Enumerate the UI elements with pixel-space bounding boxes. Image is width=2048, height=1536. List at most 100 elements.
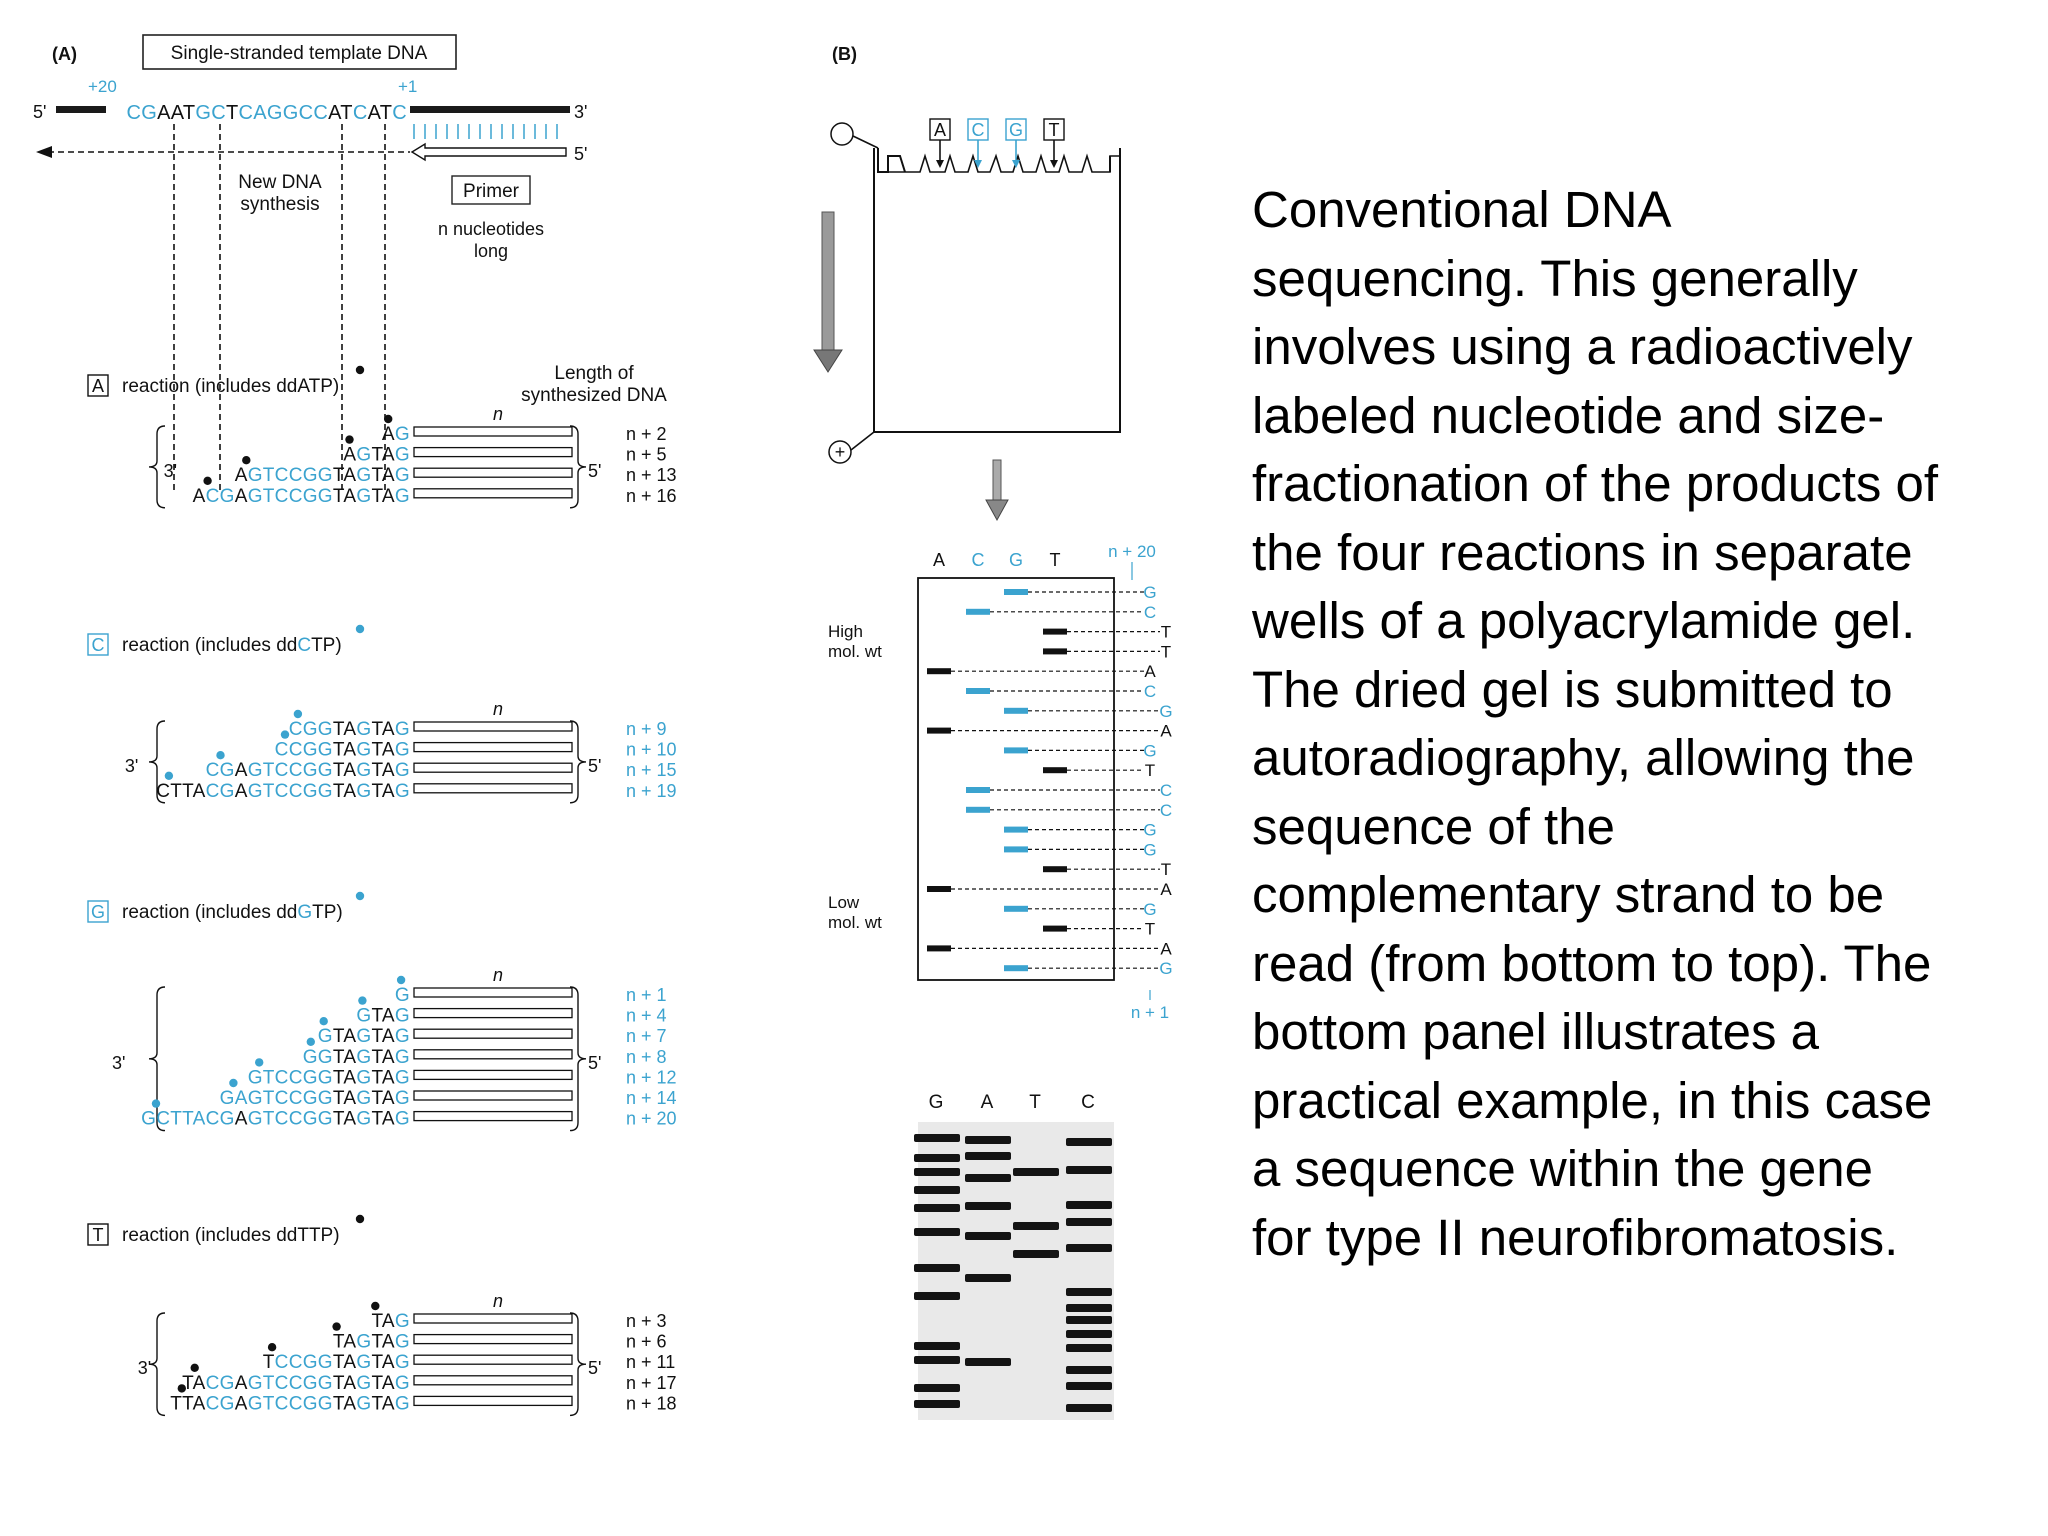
sequence-segment: TA (371, 445, 394, 466)
reaction-a-row-sequence: ACGAGTCCGGTAGTAG (193, 486, 410, 507)
sequence-segment: TA (371, 1067, 394, 1088)
synthesis-label: synthesis (240, 194, 319, 215)
primer-label: Primer (463, 181, 520, 202)
sequence-segment: TA (333, 1067, 356, 1088)
sequence-segment: G (395, 1026, 410, 1047)
gel-outline (917, 577, 1115, 981)
sequence-segment: A (235, 1393, 248, 1414)
band-base-readout: A (1160, 939, 1172, 958)
reaction-t-primer-bar (413, 1354, 573, 1365)
electrode-wire (852, 135, 879, 149)
reaction-a-3prime: 3' (164, 461, 177, 481)
sequence-segment: TA (371, 1393, 394, 1414)
sequence-segment: GTCCGG (248, 1393, 333, 1414)
band-base-readout: C (1160, 781, 1172, 800)
sequence-segment: TTA (170, 1393, 205, 1414)
title-part: T (297, 1225, 309, 1246)
band-base-readout: G (1159, 959, 1172, 978)
reaction-a-primer-bar (413, 488, 573, 499)
gel-band (927, 668, 951, 675)
reaction-g-row-length: n + 7 (626, 1026, 667, 1046)
reaction-g-row-sequence: GCTTACGAGTCCGGTAGTAG (141, 1109, 410, 1130)
sequence-segment: TA (371, 486, 394, 507)
sequence-segment: G (395, 740, 410, 761)
reaction-g-row-length: n + 14 (626, 1088, 677, 1108)
reaction-c-n-label: n (493, 699, 503, 719)
caption-line: bottom panel illustrates a (1252, 1003, 1819, 1060)
autoradiograph-band (965, 1152, 1011, 1160)
low-mol-wt-label: Low (828, 893, 860, 912)
sequence-segment: G (395, 1352, 410, 1373)
sequence-segment: G (395, 465, 410, 486)
reaction-t-title-dot (355, 1214, 365, 1224)
reaction-g-title-dot (355, 891, 365, 901)
reaction-c-row-length: n + 15 (626, 760, 677, 780)
reaction-t-row-dot (177, 1384, 186, 1393)
reaction-t-row-length: n + 18 (626, 1393, 677, 1413)
autoradiograph-band (914, 1134, 960, 1142)
sequence-segment: GTCCGG (248, 1067, 333, 1088)
gel-band (1004, 747, 1028, 754)
to-gel-arrowhead (985, 499, 1009, 522)
reaction-c-row-sequence: CTTACGAGTCCGGTAGTAG (156, 781, 410, 802)
reaction-c-right-brace (569, 720, 587, 804)
reaction-a-row-sequence: AGTCCGGTAGTAG (235, 465, 410, 486)
migration-arrow-shaft (821, 211, 835, 353)
gel-band (1004, 846, 1028, 853)
template-sequence: CGAATGCTCAGGCCATCATC (126, 102, 407, 124)
reaction-t-title: reaction (includes ddTTP) (122, 1225, 340, 1246)
gel-lane-label-g: G (1009, 550, 1023, 570)
autoradiograph-band (965, 1358, 1011, 1366)
gel-band (927, 727, 951, 734)
autoradiograph-band (1066, 1138, 1112, 1146)
sequence-segment: TA (371, 1026, 394, 1047)
gel-band (966, 787, 990, 793)
sequence-segment: TA (333, 719, 356, 740)
gel-lane-label-a: A (933, 550, 945, 570)
sequence-segment: G (395, 1088, 410, 1109)
reaction-g-5prime: 5' (588, 1053, 601, 1073)
reaction-a-row-sequence: AG (382, 424, 410, 445)
autoradiograph-band (914, 1384, 960, 1392)
caption-line: practical example, in this case (1252, 1071, 1933, 1129)
primer-length-label-2: long (474, 241, 508, 261)
sequence-segment: G (395, 985, 410, 1006)
sequence-segment: CG (206, 1373, 235, 1394)
autoradiograph-band (1066, 1344, 1112, 1352)
reaction-g-primer-bar (413, 987, 573, 998)
sequence-segment: G (395, 1047, 410, 1068)
autoradiograph-band (1066, 1366, 1112, 1374)
sequence-segment: G (356, 1373, 371, 1394)
well-letter-a: A (934, 120, 946, 140)
gel-band (966, 688, 990, 694)
sequence-segment: G (220, 1393, 235, 1414)
autoradiograph-band (914, 1264, 960, 1272)
reaction-c-left-brace (148, 720, 166, 804)
caption-line: sequencing. This generally (1252, 249, 1858, 307)
reaction-c-title: reaction (includes ddCTP) (122, 635, 342, 656)
sequence-segment: G (356, 781, 371, 802)
gel-band (927, 945, 951, 952)
sequence-segment: G (356, 1332, 371, 1353)
sequence-segment: TA (371, 719, 394, 740)
sequence-segment: G (395, 424, 410, 445)
reaction-c-letter: C (92, 635, 105, 655)
primer-length-label: n nucleotides (438, 219, 544, 239)
band-base-readout: C (1144, 603, 1156, 622)
reaction-g-primer-bar (413, 1069, 573, 1081)
panel-a-label: (A) (52, 44, 77, 64)
sequence-segment: TA (371, 1311, 394, 1332)
sequence-segment: CG (206, 1109, 235, 1130)
sequence-segment: CG (206, 760, 235, 781)
reaction-g-primer-bar (413, 1110, 573, 1122)
autoradiograph-band (1066, 1166, 1112, 1174)
reaction-t-letter-box (87, 1223, 109, 1246)
caption-line: sequence of the (1252, 797, 1615, 855)
sequence-segment: TA (371, 1006, 394, 1027)
sequence-segment: CG (126, 102, 157, 124)
reaction-t-n-label: n (493, 1291, 503, 1311)
autoradiograph-band (1066, 1218, 1112, 1226)
gel-lane-label-c: C (972, 550, 985, 570)
reaction-a-right-brace (569, 425, 587, 509)
reaction-t-primer-bar (413, 1333, 573, 1345)
